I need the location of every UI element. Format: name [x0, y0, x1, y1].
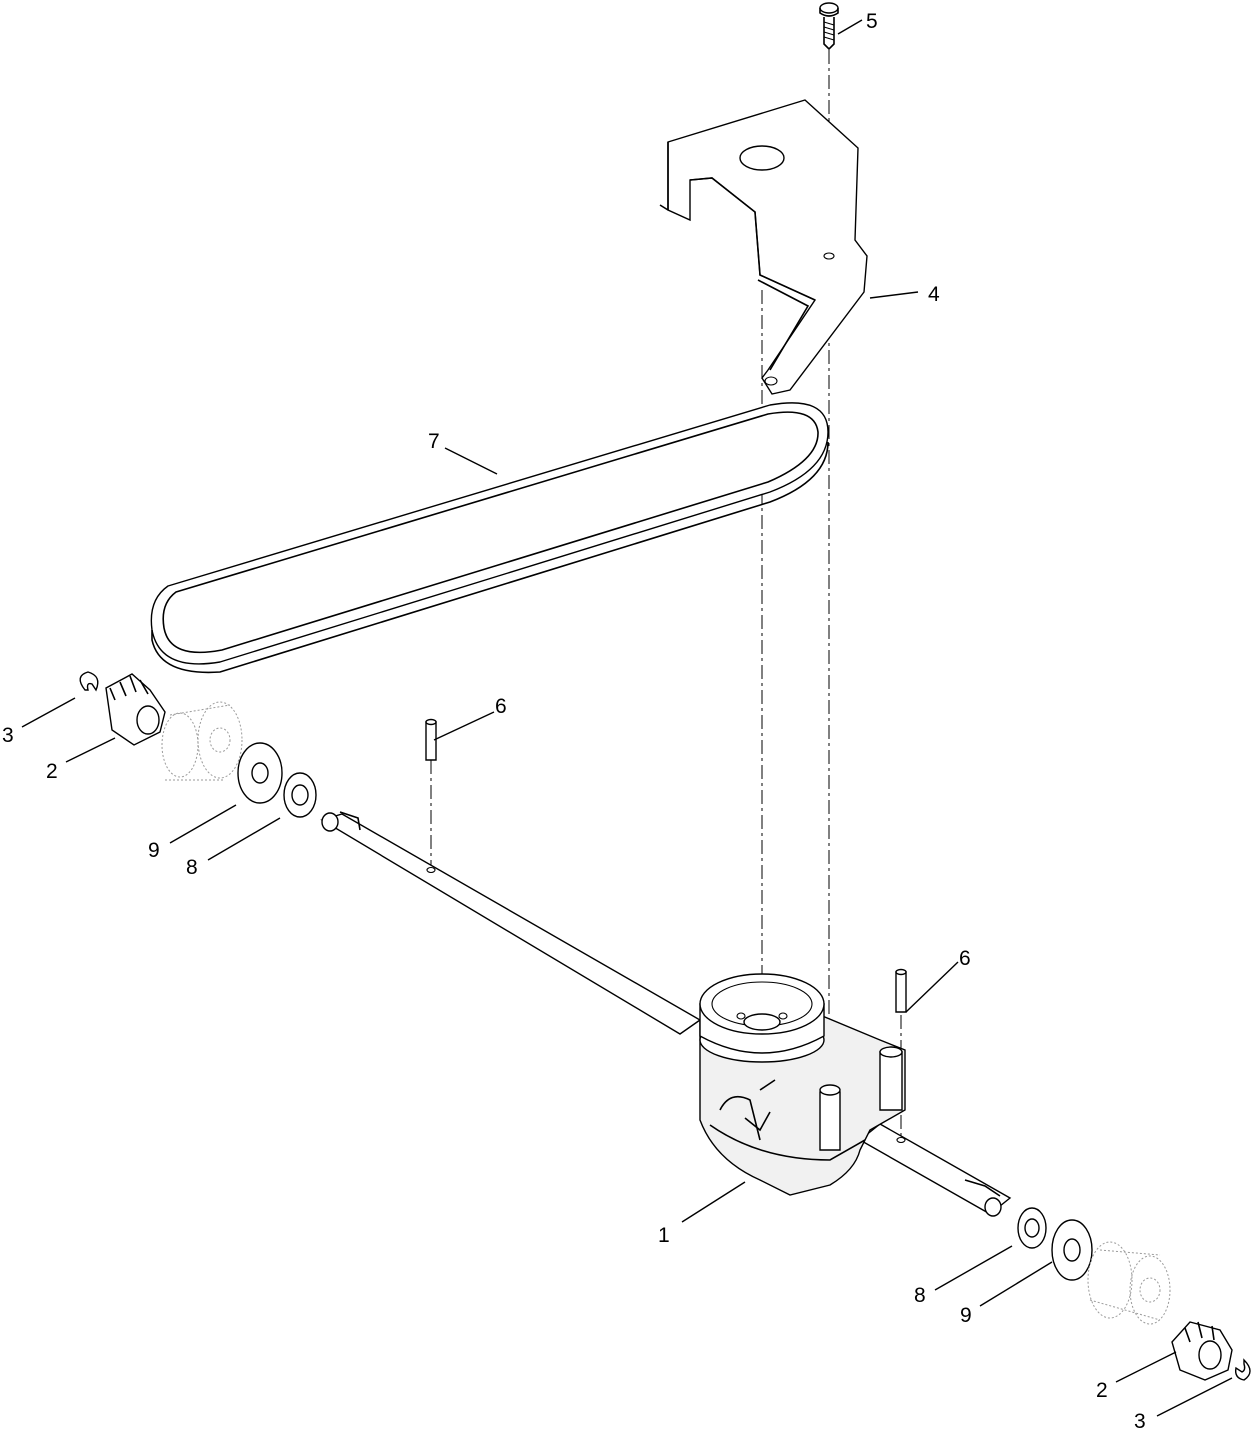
hub-left-ghost [161, 701, 243, 781]
gear-part-2-left [105, 673, 166, 746]
washer-part-8-right [1017, 1207, 1047, 1249]
callout-8-left: 8 [186, 856, 198, 879]
pin-part-6-right [895, 968, 907, 1013]
bracket-part-4 [659, 99, 868, 395]
callout-3-right: 3 [1134, 1410, 1146, 1430]
gearbox-part-1 [699, 973, 906, 1196]
gear-part-2-right [1171, 1321, 1233, 1381]
callout-2-left: 2 [46, 760, 58, 783]
callout-8-right: 8 [914, 1284, 926, 1307]
belt-part-7 [150, 402, 829, 674]
pin-part-6-left [425, 718, 437, 761]
washer-part-8-left [283, 772, 317, 818]
callout-4: 4 [928, 283, 940, 306]
axle-shaft [320, 811, 1012, 1217]
hub-right-ghost [1087, 1241, 1171, 1325]
callout-1: 1 [658, 1224, 670, 1247]
washer-part-9-right [1051, 1219, 1093, 1281]
callout-9-left: 9 [148, 839, 160, 862]
clip-part-3-left [79, 671, 99, 692]
callout-labels: 5 4 7 6 6 3 2 9 8 1 8 9 2 3 [2, 10, 1146, 1430]
callout-6-right: 6 [959, 947, 971, 970]
screw-part-5 [819, 2, 839, 51]
callout-3-left: 3 [2, 724, 14, 747]
callout-7: 7 [428, 430, 440, 453]
clip-part-3-right [1234, 1358, 1251, 1381]
callout-9-right: 9 [960, 1304, 972, 1327]
callout-6-left: 6 [495, 695, 507, 718]
callout-5: 5 [866, 10, 878, 33]
callout-leaders [21, 19, 1233, 1417]
callout-2-right: 2 [1096, 1379, 1108, 1402]
washer-part-9-left [237, 742, 283, 804]
